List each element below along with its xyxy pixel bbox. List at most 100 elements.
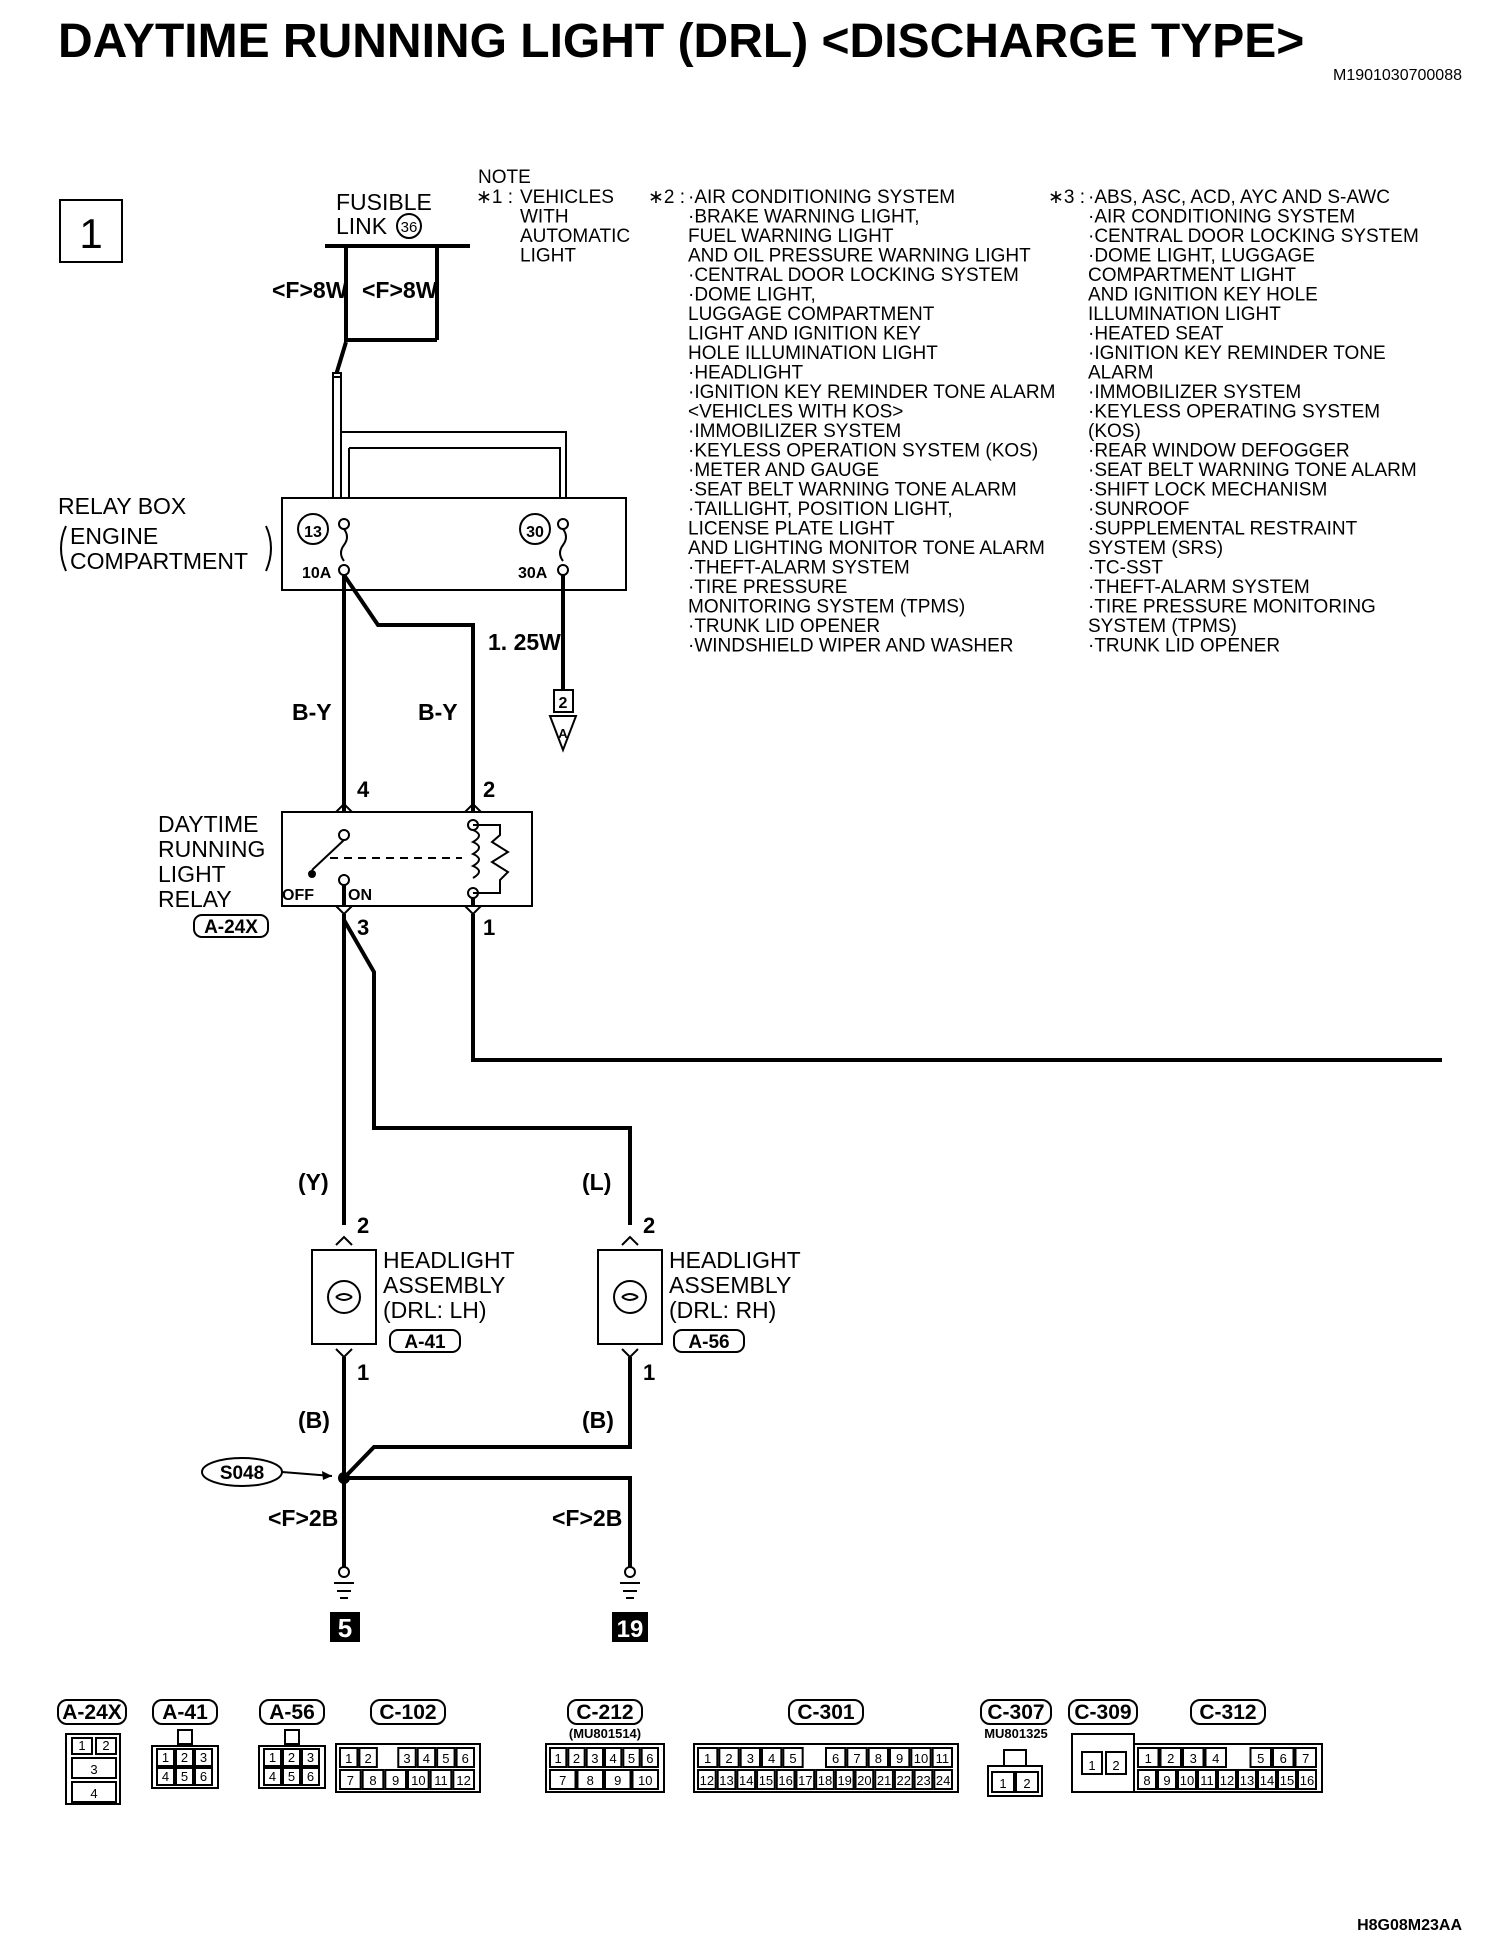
connector-pin-cell <box>716 1769 737 1790</box>
connector-pin-cell <box>931 1747 954 1768</box>
headlight-rh-label-3: (DRL: RH) <box>669 1297 776 1323</box>
fuse-30-rating: 30A <box>518 565 548 582</box>
connector-pin-number: 2 <box>1112 1758 1119 1773</box>
headlight-rh-label-1: HEADLIGHT <box>669 1247 801 1273</box>
connector-pin-cell <box>301 1748 320 1767</box>
connector-body <box>258 1745 326 1789</box>
connector-pin-cell <box>361 1769 385 1790</box>
connector-pin-cell <box>455 1747 476 1768</box>
connector-pin-number: 8 <box>1143 1773 1150 1788</box>
connector-pin-cell <box>834 1769 855 1790</box>
connector-pin-number: 2 <box>181 1750 188 1765</box>
headlight-lh-pin-2: 2 <box>357 1213 369 1238</box>
connector-pin-cell <box>697 1769 717 1790</box>
paren-left <box>60 525 67 572</box>
connector-badge <box>1190 1699 1266 1725</box>
connector-pin-cell <box>416 1747 437 1768</box>
connector-pin-cell <box>1204 1747 1227 1768</box>
connector-pin-cell <box>429 1769 453 1790</box>
connector-pin-number: 8 <box>587 1773 594 1788</box>
headlight-rh-top-terminal <box>621 1235 639 1246</box>
wire-b-right <box>342 1357 632 1480</box>
wire-label-f2b-left: <F>2B <box>268 1505 338 1531</box>
connector-pin-number: 16 <box>1300 1773 1314 1788</box>
wire-label-y: (Y) <box>298 1169 329 1195</box>
connector-pin-cell <box>263 1767 282 1786</box>
connector-pin-number: 12 <box>700 1773 714 1788</box>
connector-pin-number: 9 <box>1163 1773 1170 1788</box>
connector-pin-cell <box>874 1769 894 1790</box>
drl-relay-coil <box>464 780 510 906</box>
connector-pin-number: 3 <box>403 1751 410 1766</box>
connector-pin-cell <box>358 1747 378 1768</box>
connector-pin-number: 4 <box>90 1786 97 1801</box>
connector-pin-cell <box>436 1747 456 1768</box>
connector-badge <box>788 1699 864 1725</box>
connector-body <box>693 1743 959 1793</box>
connector-badge <box>259 1699 325 1725</box>
connector-latch <box>177 1729 193 1745</box>
connector-id: A-41 <box>162 1701 208 1724</box>
note-star2-line: ·WINDSHIELD WIPER AND WASHER <box>688 636 1014 657</box>
connector-pin-number: 16 <box>778 1773 792 1788</box>
headlight-lh-label-2: ASSEMBLY <box>383 1272 505 1298</box>
connector-pin-cell <box>397 1747 417 1768</box>
headlight-rh-box <box>597 1249 663 1345</box>
offpage-number-box <box>553 689 574 713</box>
connector-pin-cell <box>718 1747 740 1768</box>
wire-label-f8w-left: <F>8W <box>272 277 348 303</box>
note-star2-line: AND OIL PRESSURE WARNING LIGHT <box>688 246 1031 267</box>
connector-badge <box>1068 1699 1138 1725</box>
connector-pin-number: 10 <box>411 1773 425 1788</box>
splice-point <box>338 1472 350 1484</box>
note-star3-line: AND IGNITION KEY HOLE <box>1088 285 1318 306</box>
splice-pointer-arrow <box>322 1471 332 1480</box>
connector-pin-cell <box>815 1769 835 1790</box>
connector-pin-number: 17 <box>798 1773 812 1788</box>
connector-pin-cell <box>95 1737 117 1755</box>
wire-label-by-right: B-Y <box>418 699 458 725</box>
connector-pin-cell <box>775 1769 796 1790</box>
connector-pin-number: 3 <box>200 1750 207 1765</box>
note-star3-line: ·AIR CONDITIONING SYSTEM <box>1088 207 1355 228</box>
connector-pin-number: 11 <box>1200 1773 1214 1788</box>
connector-pin-cell <box>175 1748 194 1767</box>
connector-pin-number: 22 <box>897 1773 911 1788</box>
connector-pin-cell <box>889 1747 911 1768</box>
relay-box-sublabel-2: COMPARTMENT <box>70 548 248 574</box>
ground-number-left: 5 <box>338 1613 352 1643</box>
connector-pin-cell <box>1277 1769 1297 1790</box>
connector-pin-cell <box>576 1769 604 1790</box>
connector-pin-cell <box>71 1757 117 1779</box>
note-star2-line: <VEHICLES WITH KOS> <box>688 402 903 423</box>
connector-pin-number: 8 <box>369 1773 376 1788</box>
ground-number-box-right <box>612 1612 648 1642</box>
connector-pin-cell <box>263 1748 282 1767</box>
connector-pin-cell <box>175 1767 194 1786</box>
drl-relay-pin-3: 3 <box>357 915 369 940</box>
note-star2-line: ·KEYLESS OPERATION SYSTEM (KOS) <box>688 441 1038 462</box>
connector-pin-cell <box>1197 1769 1217 1790</box>
connector-pin-number: 20 <box>857 1773 871 1788</box>
connector-latch <box>1003 1749 1027 1767</box>
note-star2-line: HOLE ILLUMINATION LIGHT <box>688 343 938 364</box>
connector-id: C-301 <box>797 1701 855 1724</box>
connector-pin-cell <box>782 1747 804 1768</box>
connector-pin-number: 3 <box>591 1751 598 1766</box>
connector-pin-cell <box>301 1767 320 1786</box>
page-number-box <box>59 199 123 263</box>
note-star3-marker: ∗3 : <box>1048 187 1085 208</box>
wire-label-f2b-right: <F>2B <box>552 1505 622 1531</box>
relay-box-sublabel-1: ENGINE <box>70 523 158 549</box>
connector-pin-cell <box>756 1769 776 1790</box>
headlight-rh-connector-id: A-56 <box>688 1332 729 1353</box>
note-star3-lines: ·ABS, ASC, ACD, AYC AND S-AWC·AIR CONDIT… <box>1088 187 1419 657</box>
drl-relay-pin-2: 2 <box>483 777 495 802</box>
fuse-30-number: 30 <box>526 524 544 541</box>
connector-pin-number: 4 <box>768 1751 775 1766</box>
fuse-30-circle <box>519 513 551 545</box>
headlight-lh-connector-id: A-41 <box>404 1332 446 1353</box>
note-star2-line: FUEL WARNING LIGHT <box>688 226 894 247</box>
note-star3-line: (KOS) <box>1088 421 1141 442</box>
